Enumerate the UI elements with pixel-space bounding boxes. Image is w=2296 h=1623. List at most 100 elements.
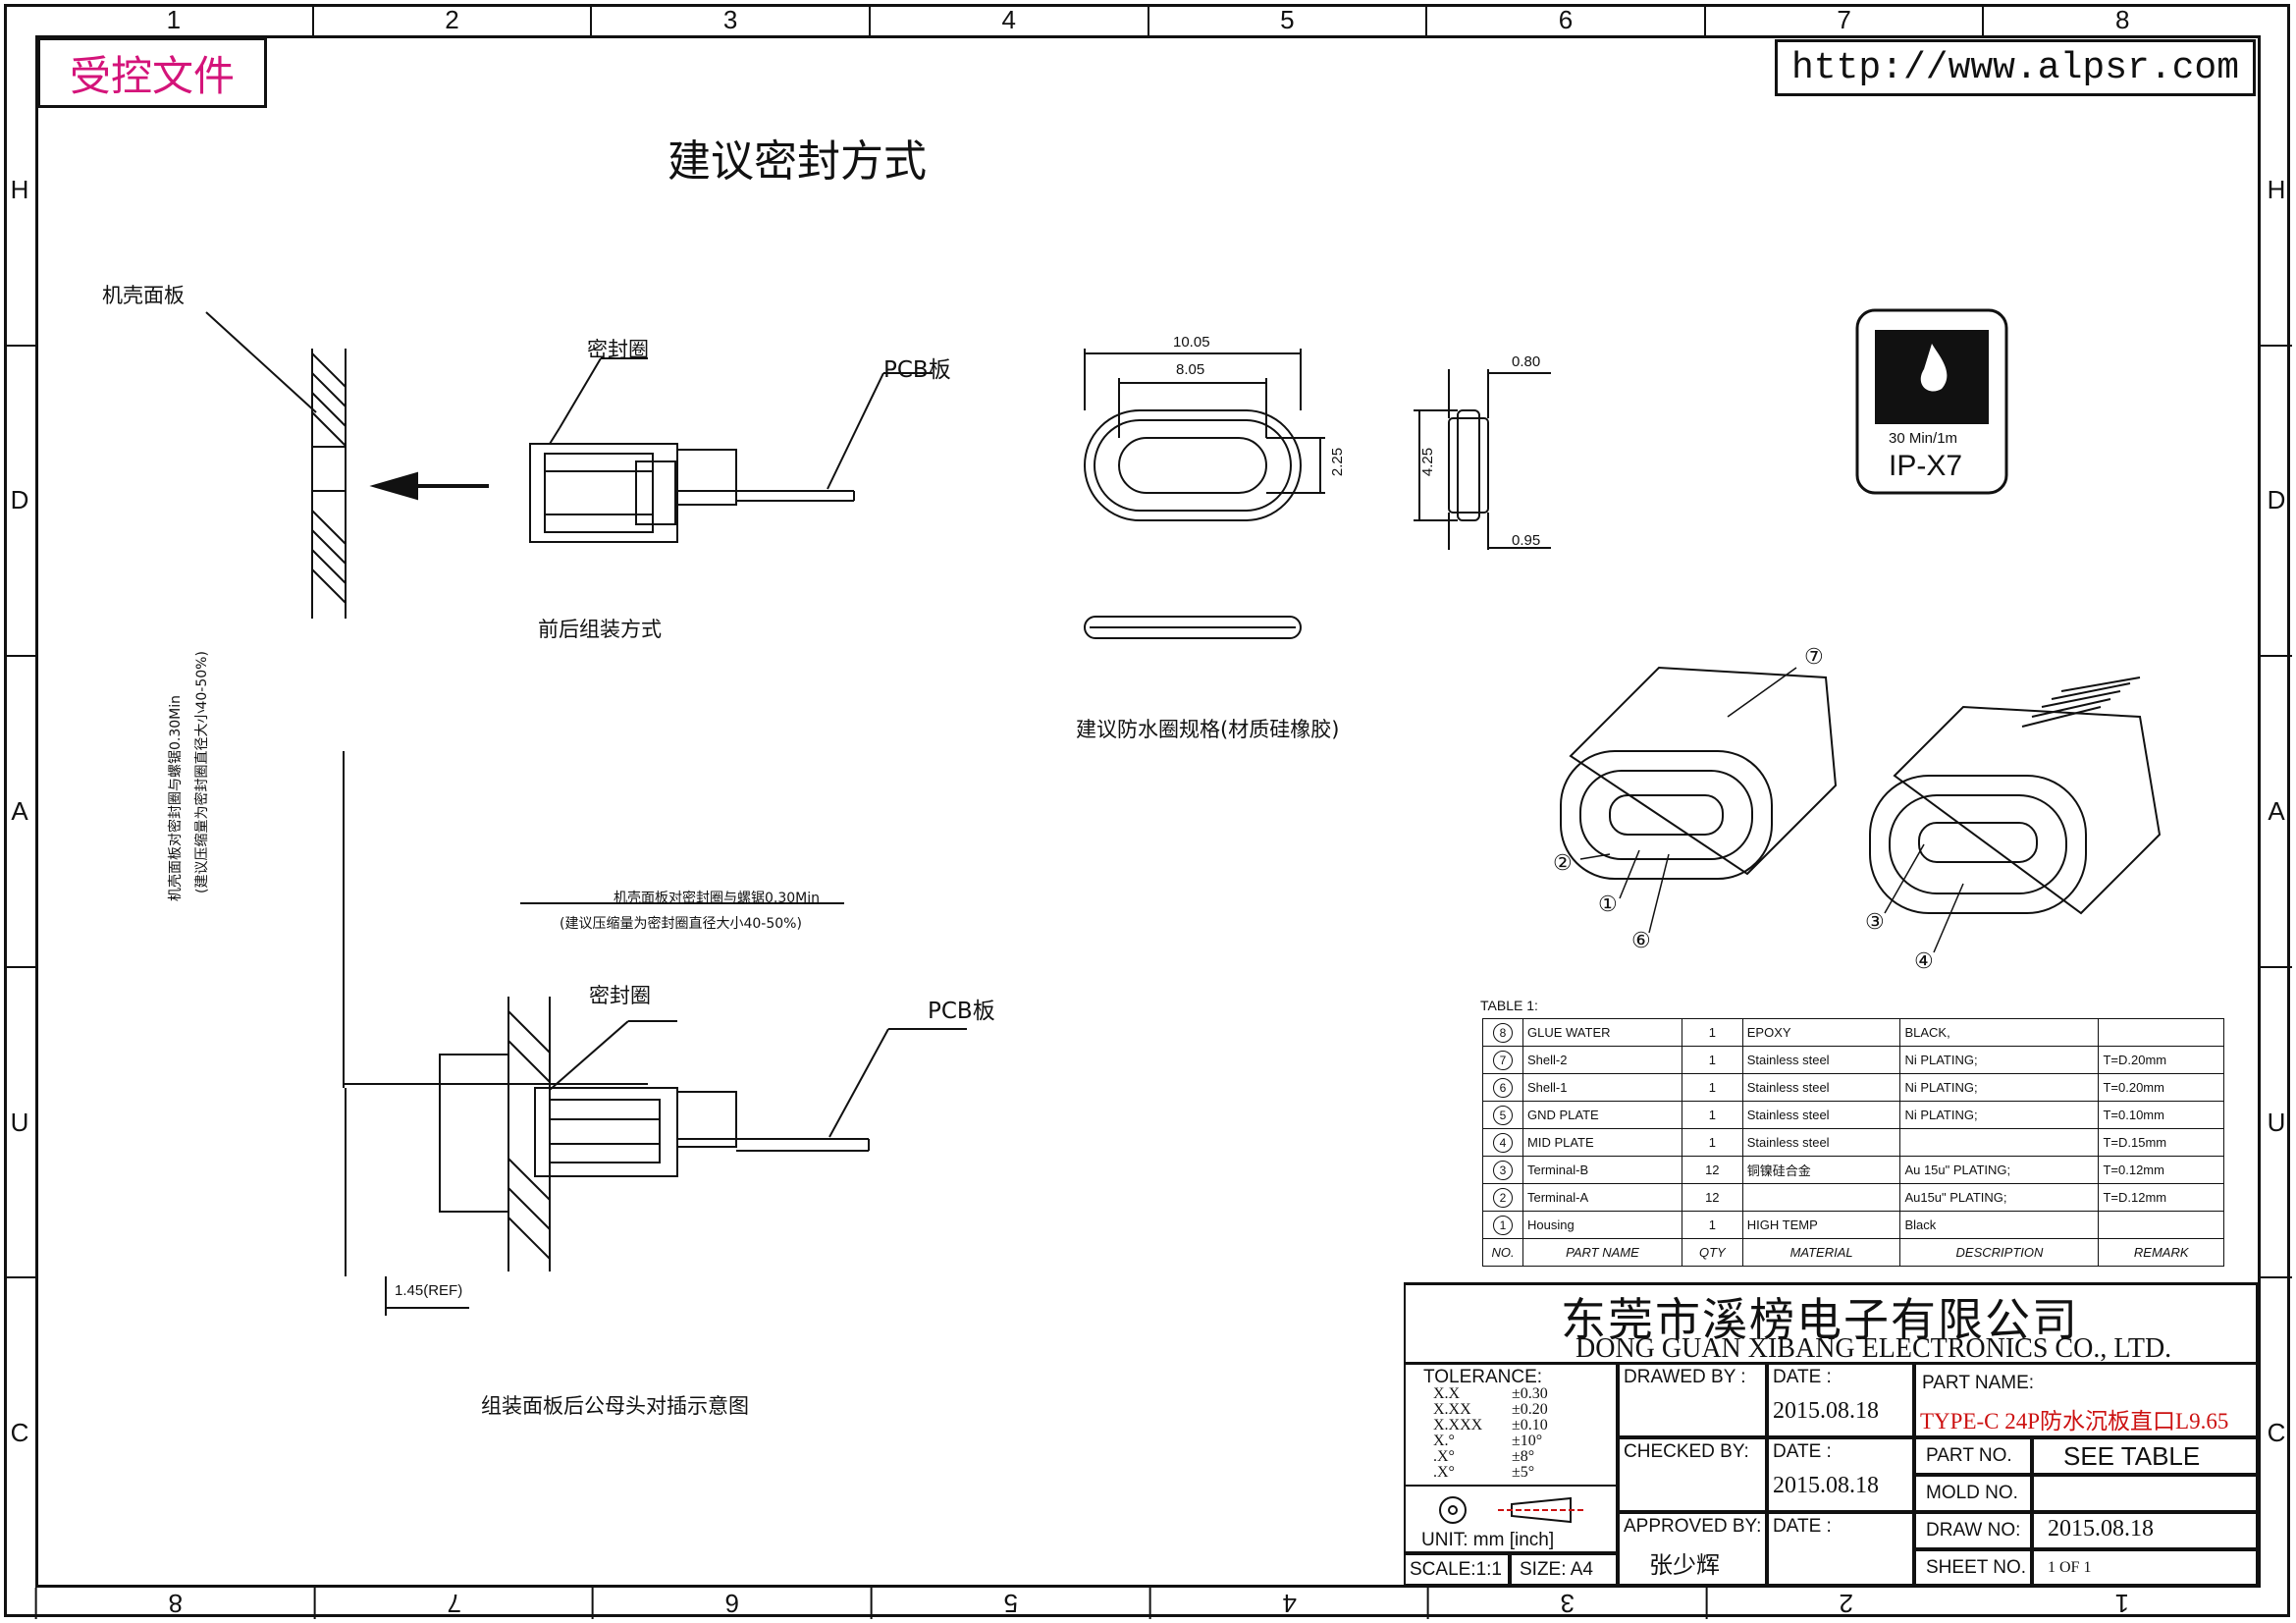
part-name-cell: Shell-2 bbox=[1522, 1046, 1682, 1074]
dim-outer-height: 4.25 bbox=[1419, 447, 1437, 477]
material-cell: HIGH TEMP bbox=[1741, 1211, 1901, 1239]
tolerance-values: X.X±0.30 X.XX±0.20 X.XXX±0.10 X.°±10° .X… bbox=[1433, 1385, 1548, 1481]
part-no-value: SEE TABLE bbox=[2063, 1441, 2201, 1471]
zone-top-label: 7 bbox=[1706, 4, 1985, 35]
part-no-value-cell bbox=[2032, 1437, 2258, 1475]
table-header-cell: REMARK bbox=[2098, 1238, 2224, 1267]
seal-label: 密封圈 bbox=[587, 338, 649, 361]
callout-4: ④ bbox=[1914, 948, 1934, 973]
description-cell: Au15u" PLATING; bbox=[1899, 1183, 2100, 1212]
seal-label-2: 密封圈 bbox=[589, 984, 651, 1007]
table-row: 8 GLUE WATER 1 EPOXY BLACK, bbox=[1482, 1018, 2224, 1047]
ip-rating: IP-X7 bbox=[1889, 450, 1963, 482]
zone-top-label: 1 bbox=[35, 4, 314, 35]
table-row: 1 Housing 1 HIGH TEMP Black bbox=[1482, 1211, 2224, 1239]
website-url[interactable]: http://www.alpsr.com bbox=[1775, 39, 2256, 96]
draw-no-label: DRAW NO: bbox=[1926, 1520, 2021, 1541]
assembly-section-drawing bbox=[343, 751, 967, 1316]
date-label-2: DATE : bbox=[1773, 1441, 1832, 1462]
remark-cell: T=0.20mm bbox=[2098, 1073, 2224, 1102]
table-header-cell: MATERIAL bbox=[1741, 1238, 1901, 1267]
material-cell: Stainless steel bbox=[1741, 1101, 1901, 1129]
remark-cell: T=D.15mm bbox=[2098, 1128, 2224, 1157]
approver-name: 张少辉 bbox=[1649, 1551, 1720, 1579]
company-name-cn: 东莞市溪榜电子有限公司 bbox=[1561, 1293, 2079, 1346]
size-label: SIZE: A4 bbox=[1520, 1559, 1593, 1580]
dim-inner-height: 2.25 bbox=[1329, 447, 1347, 477]
size-cell bbox=[1510, 1553, 1618, 1586]
controlled-document-stamp: 受控文件 bbox=[37, 37, 267, 108]
zone-top-label: 3 bbox=[592, 4, 871, 35]
panel-label: 机壳面板 bbox=[102, 284, 185, 307]
callout-6: ⑥ bbox=[1631, 928, 1651, 952]
zone-right-label: A bbox=[2261, 657, 2292, 968]
date-label-3: DATE : bbox=[1773, 1516, 1832, 1537]
unit-label: UNIT: mm [inch] bbox=[1421, 1530, 1555, 1550]
part-name-label: PART NAME: bbox=[1922, 1373, 2035, 1393]
material-cell: Stainless steel bbox=[1741, 1046, 1901, 1074]
date-cell-1 bbox=[1767, 1363, 1914, 1437]
dim-outer-width: 10.05 bbox=[1173, 334, 1210, 351]
table-header-cell: DESCRIPTION bbox=[1899, 1238, 2100, 1267]
part-no-label: PART NO. bbox=[1926, 1445, 2012, 1466]
gap-note-1: 机壳面板对密封圈与螺锯0.30Min bbox=[614, 891, 821, 906]
material-cell: Stainless steel bbox=[1741, 1128, 1901, 1157]
part-name-cell: GLUE WATER bbox=[1522, 1018, 1682, 1047]
row-number: 7 bbox=[1493, 1050, 1513, 1070]
row-number: 2 bbox=[1493, 1187, 1513, 1208]
description-cell: Ni PLATING; bbox=[1899, 1046, 2100, 1074]
zone-left-label: C bbox=[10, 1418, 29, 1448]
table-header-cell: QTY bbox=[1681, 1238, 1743, 1267]
part-name-cell: Shell-1 bbox=[1522, 1073, 1682, 1102]
row-number: 1 bbox=[1493, 1215, 1513, 1235]
row-number: 6 bbox=[1493, 1077, 1513, 1098]
remark-cell: T=0.12mm bbox=[2098, 1156, 2224, 1184]
part-name-cell: GND PLATE bbox=[1522, 1101, 1682, 1129]
part-name-cell: Terminal-B bbox=[1522, 1156, 1682, 1184]
remark-cell bbox=[2098, 1018, 2224, 1047]
table-row: 7 Shell-2 1 Stainless steel Ni PLATING; … bbox=[1482, 1046, 2224, 1074]
material-cell: EPOXY bbox=[1741, 1018, 1901, 1047]
description-cell: Ni PLATING; bbox=[1899, 1073, 2100, 1102]
gasket-top-drawing bbox=[1084, 349, 1325, 521]
scale-cell bbox=[1404, 1553, 1510, 1586]
draw-no-value-cell bbox=[2032, 1512, 2258, 1549]
part-name-cell: Terminal-A bbox=[1522, 1183, 1682, 1212]
row-number: 3 bbox=[1493, 1160, 1513, 1180]
draw-no-value: 2015.08.18 bbox=[2048, 1516, 2154, 1542]
description-cell: Au 15u" PLATING; bbox=[1899, 1156, 2100, 1184]
part-name-cell bbox=[1914, 1363, 2258, 1437]
remark-cell bbox=[2098, 1211, 2224, 1239]
drawing-inner-border bbox=[35, 35, 2261, 1588]
company-name-en: DONG GUAN XIBANG ELECTRONICS CO., LTD. bbox=[1575, 1333, 2172, 1364]
description-cell: Black bbox=[1899, 1211, 2100, 1239]
part-name-cell: MID PLATE bbox=[1522, 1128, 1682, 1157]
row-number: 8 bbox=[1493, 1022, 1513, 1043]
gasket-caption: 建议防水圈规格(材质硅橡胶) bbox=[1076, 718, 1340, 741]
date-value-1: 2015.08.18 bbox=[1773, 1398, 1879, 1424]
callout-7: ⑦ bbox=[1804, 644, 1824, 669]
main-title: 建议密封方式 bbox=[667, 136, 927, 187]
material-cell: Stainless steel bbox=[1741, 1073, 1901, 1102]
mold-no-label: MOLD NO. bbox=[1926, 1483, 2018, 1503]
ip-rating-badge bbox=[1855, 308, 2008, 495]
qty-cell: 12 bbox=[1681, 1156, 1743, 1184]
zone-top-label: 4 bbox=[871, 4, 1149, 35]
qty-cell: 1 bbox=[1681, 1211, 1743, 1239]
zone-left-label: H bbox=[4, 35, 35, 347]
zone-right-column: H D A U C bbox=[2261, 35, 2292, 1588]
dim-inner-width: 8.05 bbox=[1176, 361, 1205, 378]
gasket-side-drawing bbox=[1414, 369, 1551, 550]
connector-side-drawing bbox=[529, 357, 933, 543]
part-name-value: TYPE-C 24P防水沉板直口L9.65 bbox=[1920, 1409, 2229, 1434]
table-header-row: NO. PART NAME QTY MATERIAL DESCRIPTION R… bbox=[1482, 1238, 2224, 1267]
checked-by-cell bbox=[1618, 1437, 1767, 1512]
scale-label: SCALE:1:1 bbox=[1410, 1559, 1502, 1580]
parts-table: 8 GLUE WATER 1 EPOXY BLACK, 7 Shell-2 1 … bbox=[1482, 1018, 2224, 1267]
table-row: 6 Shell-1 1 Stainless steel Ni PLATING; … bbox=[1482, 1073, 2224, 1102]
row-number: 5 bbox=[1493, 1105, 1513, 1125]
callout-2: ② bbox=[1553, 850, 1573, 875]
date-cell-2 bbox=[1767, 1437, 1914, 1512]
zone-right-label: U bbox=[2261, 968, 2292, 1279]
zone-top-row: 1 2 3 4 5 6 7 8 bbox=[35, 4, 2261, 35]
